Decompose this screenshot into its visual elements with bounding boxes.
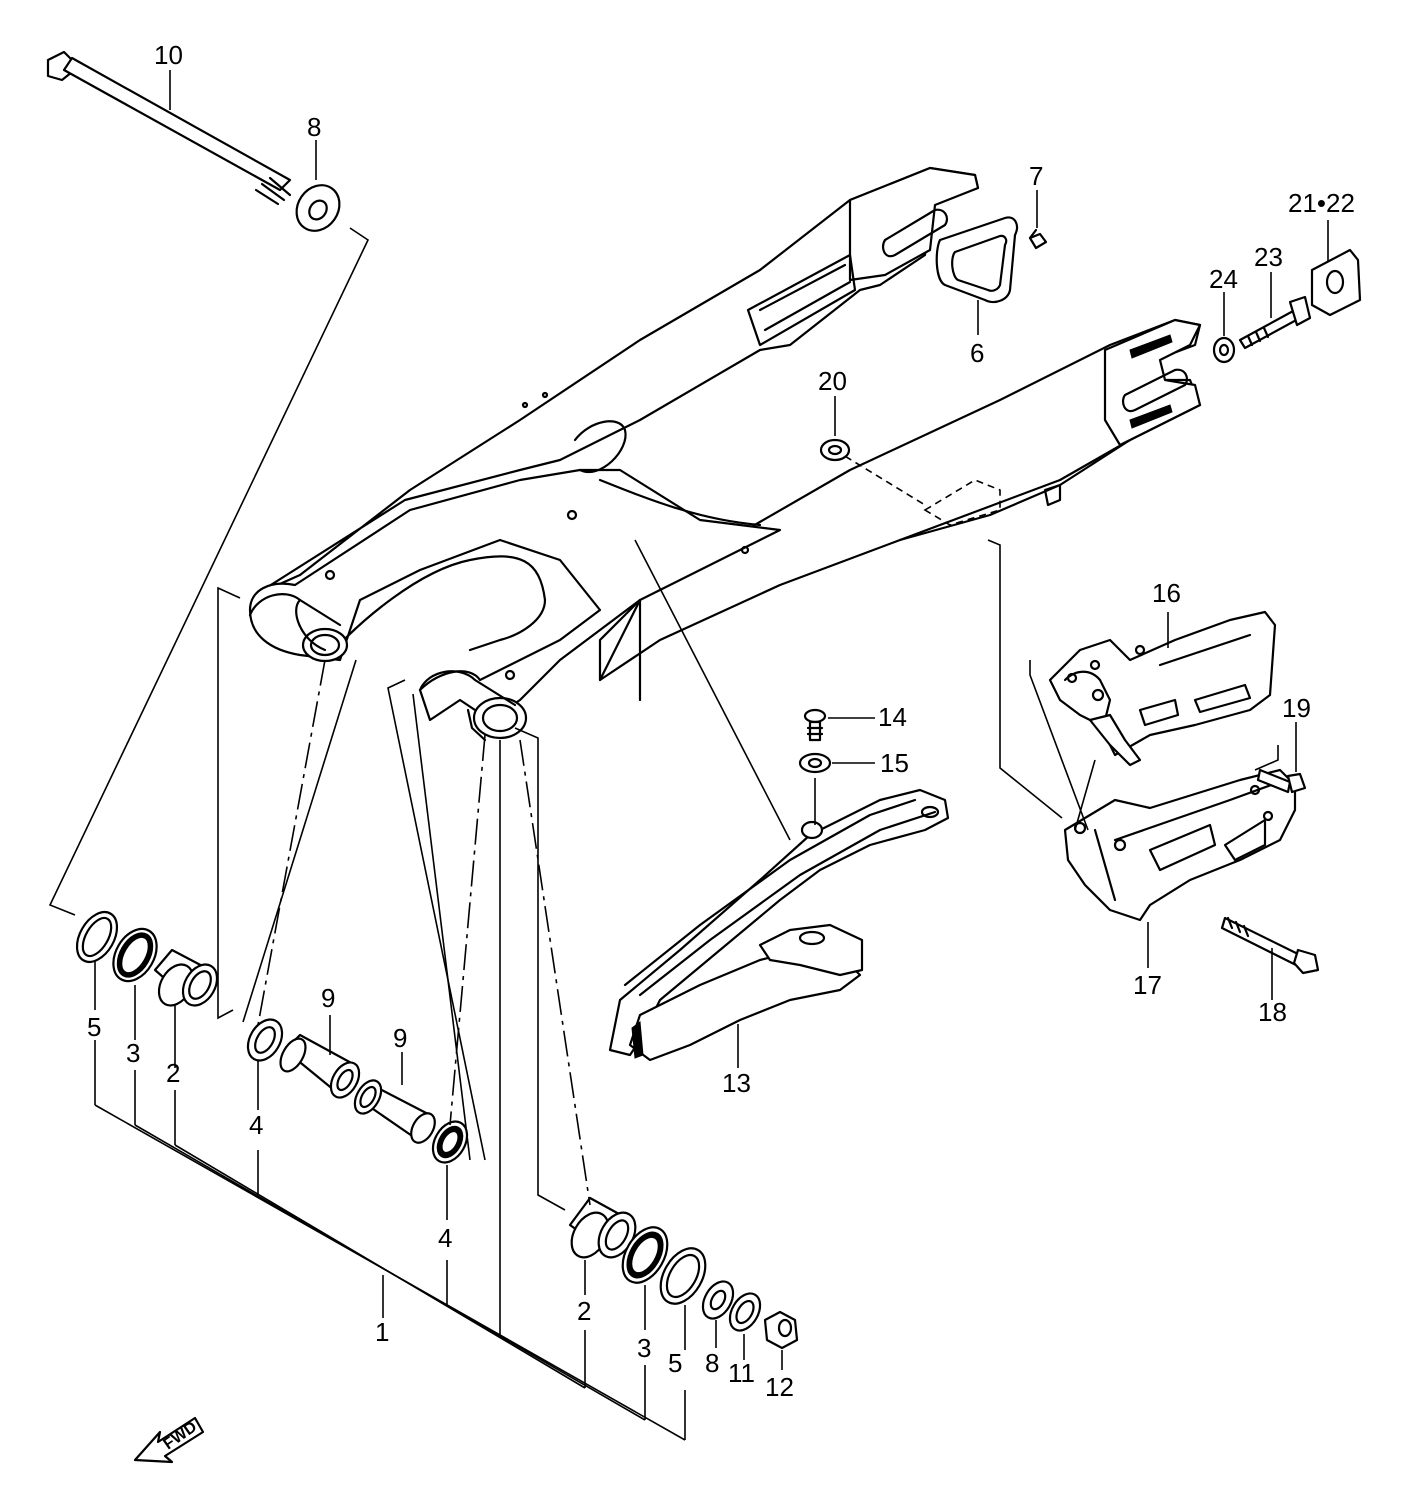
label-24: 24: [1209, 264, 1238, 294]
part-4-washer-a: [246, 1018, 284, 1062]
part-3-washer-left: [112, 927, 158, 983]
part-6-axle-plate: [935, 216, 1019, 304]
label-20: 20: [818, 366, 847, 396]
label-11: 11: [728, 1358, 755, 1388]
label-14: 14: [878, 702, 907, 732]
leader-lines: [48, 70, 1329, 1441]
label-8-top: 8: [307, 112, 321, 142]
part-8-washer-top: [295, 184, 341, 232]
label-9-b: 9: [393, 1023, 407, 1053]
label-17: 17: [1133, 970, 1162, 1000]
label-10: 10: [154, 40, 183, 70]
label-3-left: 3: [126, 1038, 140, 1068]
leader-20-dashed: [834, 449, 926, 506]
part-11-washer: [728, 1292, 762, 1332]
label-21-22: 21•22: [1288, 188, 1355, 218]
part-4-washer-b: [431, 1120, 469, 1164]
label-7: 7: [1029, 161, 1043, 191]
part-12-nut: [763, 1310, 799, 1350]
label-5-right: 5: [668, 1348, 682, 1378]
part-3-washer-right: [621, 1226, 669, 1284]
part-21-22-adjuster-block: [1310, 248, 1362, 317]
label-15: 15: [880, 748, 909, 778]
label-2-right: 2: [577, 1296, 591, 1326]
part-10-pivot-shaft: [46, 50, 292, 206]
label-6: 6: [970, 338, 984, 368]
part-5-seal-left: [75, 911, 119, 963]
label-1: 1: [375, 1317, 389, 1347]
label-16: 16: [1152, 578, 1181, 608]
part-9-collar-b: [353, 1079, 436, 1144]
part-13-chain-slider: [608, 788, 950, 1062]
part-2-bearing-left: [153, 948, 219, 1007]
part-7-screw: [1028, 228, 1048, 250]
label-13: 13: [722, 1068, 751, 1098]
hidden-outline: [923, 479, 1001, 526]
label-18: 18: [1258, 997, 1287, 1027]
part-8-washer-bottom: [701, 1280, 735, 1320]
part-16-chain-guide: [1048, 610, 1277, 767]
part-9-collar-a: [279, 1033, 361, 1099]
part-24-nut: [1212, 336, 1236, 364]
label-3-right: 3: [637, 1333, 651, 1363]
label-9-a: 9: [321, 983, 335, 1013]
label-12: 12: [765, 1372, 794, 1402]
label-4-a: 4: [249, 1110, 263, 1140]
part-17-chain-guide-plate: [1063, 768, 1297, 922]
part-23-adjuster-bolt: [1238, 295, 1312, 350]
label-5-left: 5: [87, 1012, 101, 1042]
part-15-washer: [798, 752, 832, 774]
fwd-arrow: FWD: [133, 1416, 205, 1464]
part-14-screw: [803, 708, 827, 742]
part-5-seal-right: [659, 1247, 707, 1305]
part-2-bearing-right: [568, 1196, 637, 1259]
swingarm-body: [248, 166, 1202, 742]
label-4-b: 4: [438, 1223, 452, 1253]
label-19: 19: [1282, 693, 1311, 723]
part-19-bolt: [1256, 768, 1307, 794]
part-number-labels: 10 8 7 6 21•22 23 24 20 16 14 15 19 17 1…: [87, 40, 1355, 1402]
part-20-nut: [819, 438, 851, 462]
part-18-bolt: [1220, 916, 1320, 975]
label-23: 23: [1254, 242, 1283, 272]
label-8-bottom: 8: [705, 1348, 719, 1378]
label-2-left: 2: [166, 1058, 180, 1088]
